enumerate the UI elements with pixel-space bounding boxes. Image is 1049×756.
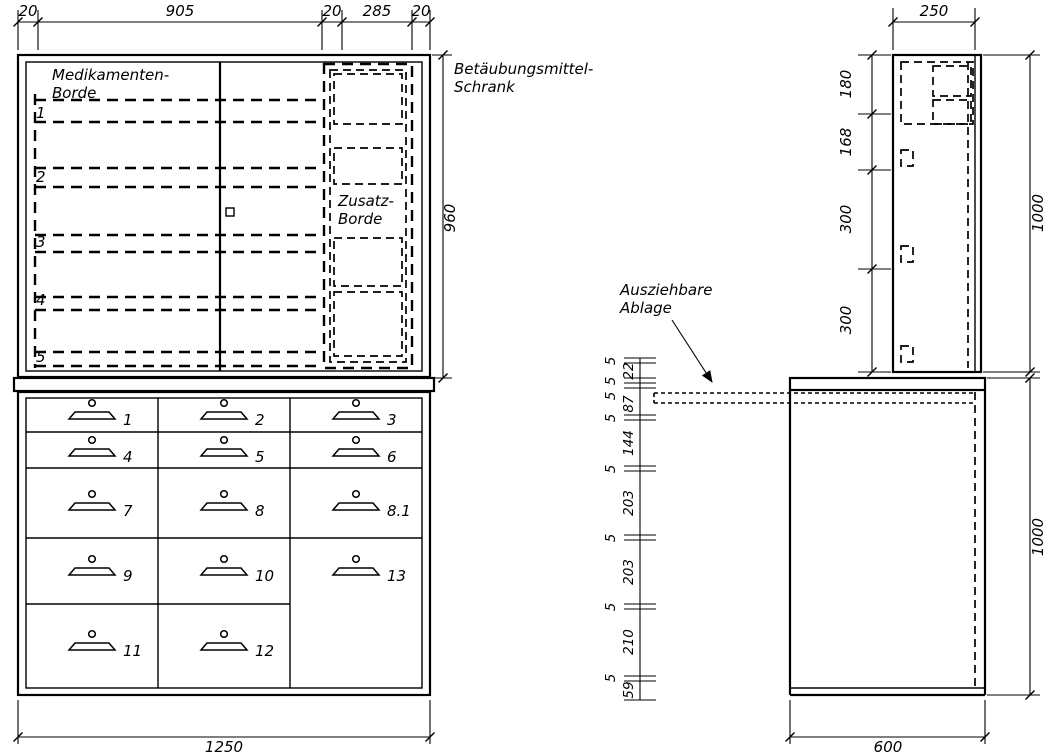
side-upper-cabinet	[891, 53, 983, 374]
dim-1250: 1250	[205, 738, 243, 756]
drawers: 1 2 3 4 5 6 7 8 8.1 9 10 13 11 12	[68, 398, 411, 660]
drawer-handle	[332, 554, 380, 576]
drawer-number-8: 8	[255, 502, 265, 520]
medicine-shelves-label-line2: Borde	[52, 84, 96, 102]
dim-1000-upper: 1000	[1029, 194, 1047, 232]
drawer-number-9: 9	[123, 567, 133, 585]
chain-203-b: 203	[621, 559, 637, 585]
chain-87: 87	[621, 395, 637, 413]
drawer-handle	[200, 398, 248, 420]
chain-5-d: 5	[603, 414, 619, 423]
front-lower-cabinet	[16, 390, 432, 697]
shelf-number-2: 2	[36, 168, 46, 186]
shelf-number-1: 1	[36, 104, 46, 122]
side-view: 250 180 168 300 300	[603, 2, 1047, 756]
chain-203-a: 203	[621, 490, 637, 516]
dim-960: 960	[441, 204, 459, 233]
drawer-handle	[200, 629, 248, 651]
front-width-dimension: 1250	[12, 700, 436, 756]
narcotics-cabinet-label-line2: Schrank	[454, 78, 516, 96]
pullout-shelf-label-line1: Ausziehbare	[619, 281, 712, 299]
dim-300-a: 300	[837, 205, 855, 234]
chain-144: 144	[621, 430, 637, 456]
dim-600: 600	[874, 738, 903, 756]
dim-1000-lower: 1000	[1029, 518, 1047, 556]
front-top-dimension: 20 905 20 285 20	[12, 2, 436, 50]
pullout-shelf-callout: Ausziehbare Ablage	[619, 281, 713, 383]
drawer-handle	[68, 554, 116, 576]
zusatz-borde-label-line1: Zusatz-	[337, 192, 394, 210]
pullout-shelf	[653, 392, 975, 404]
dim-300-b: 300	[837, 306, 855, 335]
drawer-number-5: 5	[255, 448, 265, 466]
drawer-number-11: 11	[123, 642, 142, 660]
drawer-number-6: 6	[387, 448, 397, 466]
dim-285: 285	[363, 2, 392, 20]
callout-arrow	[671, 319, 713, 383]
drawer-handle	[200, 489, 248, 511]
dim-20-mid: 20	[322, 2, 341, 20]
drawer-number-2: 2	[255, 411, 265, 429]
dim-250: 250	[920, 2, 949, 20]
front-height-dimension: 960	[432, 49, 459, 384]
drawer-number-8-1: 8.1	[387, 502, 411, 520]
drawer-handle	[200, 435, 248, 457]
narcotics-cabinet-label-line1: Betäubungsmittel-	[454, 60, 593, 78]
medicine-shelves-label-line1: Medikamenten-	[52, 66, 169, 84]
side-upper-total-dimension: 1000	[983, 49, 1047, 378]
drawer-handle	[200, 554, 248, 576]
side-lower-cabinet	[788, 376, 987, 697]
chain-5-h: 5	[603, 674, 619, 683]
door-handle-square	[225, 207, 235, 217]
worktop-band	[12, 376, 436, 393]
chain-210: 210	[621, 629, 637, 655]
chain-22: 22	[621, 362, 637, 379]
chain-5-b: 5	[603, 377, 619, 386]
drawer-handle	[68, 398, 116, 420]
dim-20-left: 20	[18, 2, 37, 20]
drawer-handle	[68, 489, 116, 511]
chain-5-c: 5	[603, 392, 619, 401]
drawer-handle	[68, 629, 116, 651]
drawer-handle	[332, 489, 380, 511]
dim-180: 180	[837, 70, 855, 99]
dim-905: 905	[166, 2, 195, 20]
side-upper-height-chain: 180 168 300 300	[837, 49, 891, 378]
drawer-number-4: 4	[123, 448, 133, 466]
narcotics-cabinet: Zusatz- Borde	[322, 62, 414, 370]
drawer-handle	[332, 435, 380, 457]
side-lower-total-dimension: 1000	[987, 372, 1047, 701]
drawer-number-3: 3	[387, 411, 397, 429]
dim-168: 168	[837, 128, 855, 157]
medicine-shelves: Medikamenten- Borde 1 2 3 4 5	[33, 66, 318, 368]
side-lower-chain: 5 22 5 5 87 5 144 5 203 5 203 5 210 5 59	[603, 357, 656, 701]
chain-5-f: 5	[603, 534, 619, 543]
chain-5-e: 5	[603, 465, 619, 474]
drawer-number-1: 1	[123, 411, 133, 429]
shelf-number-5: 5	[36, 348, 46, 366]
dim-20-right: 20	[411, 2, 430, 20]
drawer-number-7: 7	[123, 502, 133, 520]
chain-5-a: 5	[603, 357, 619, 366]
shelf-number-4: 4	[36, 291, 46, 309]
front-view: 20 905 20 285 20 Medikamenten- Borde 1 2…	[12, 2, 593, 756]
side-depth-dimension: 600	[784, 700, 991, 756]
drawer-handle	[68, 435, 116, 457]
shelf-number-3: 3	[36, 233, 46, 251]
chain-5-g: 5	[603, 603, 619, 612]
drawer-handle	[332, 398, 380, 420]
drawer-number-10: 10	[255, 567, 274, 585]
pullout-shelf-label-line2: Ablage	[619, 299, 672, 317]
side-top-dimension: 250	[887, 2, 981, 50]
zusatz-borde-label-line2: Borde	[338, 210, 382, 228]
chain-59: 59	[621, 681, 637, 698]
drawer-number-13: 13	[387, 567, 406, 585]
drawer-number-12: 12	[255, 642, 274, 660]
